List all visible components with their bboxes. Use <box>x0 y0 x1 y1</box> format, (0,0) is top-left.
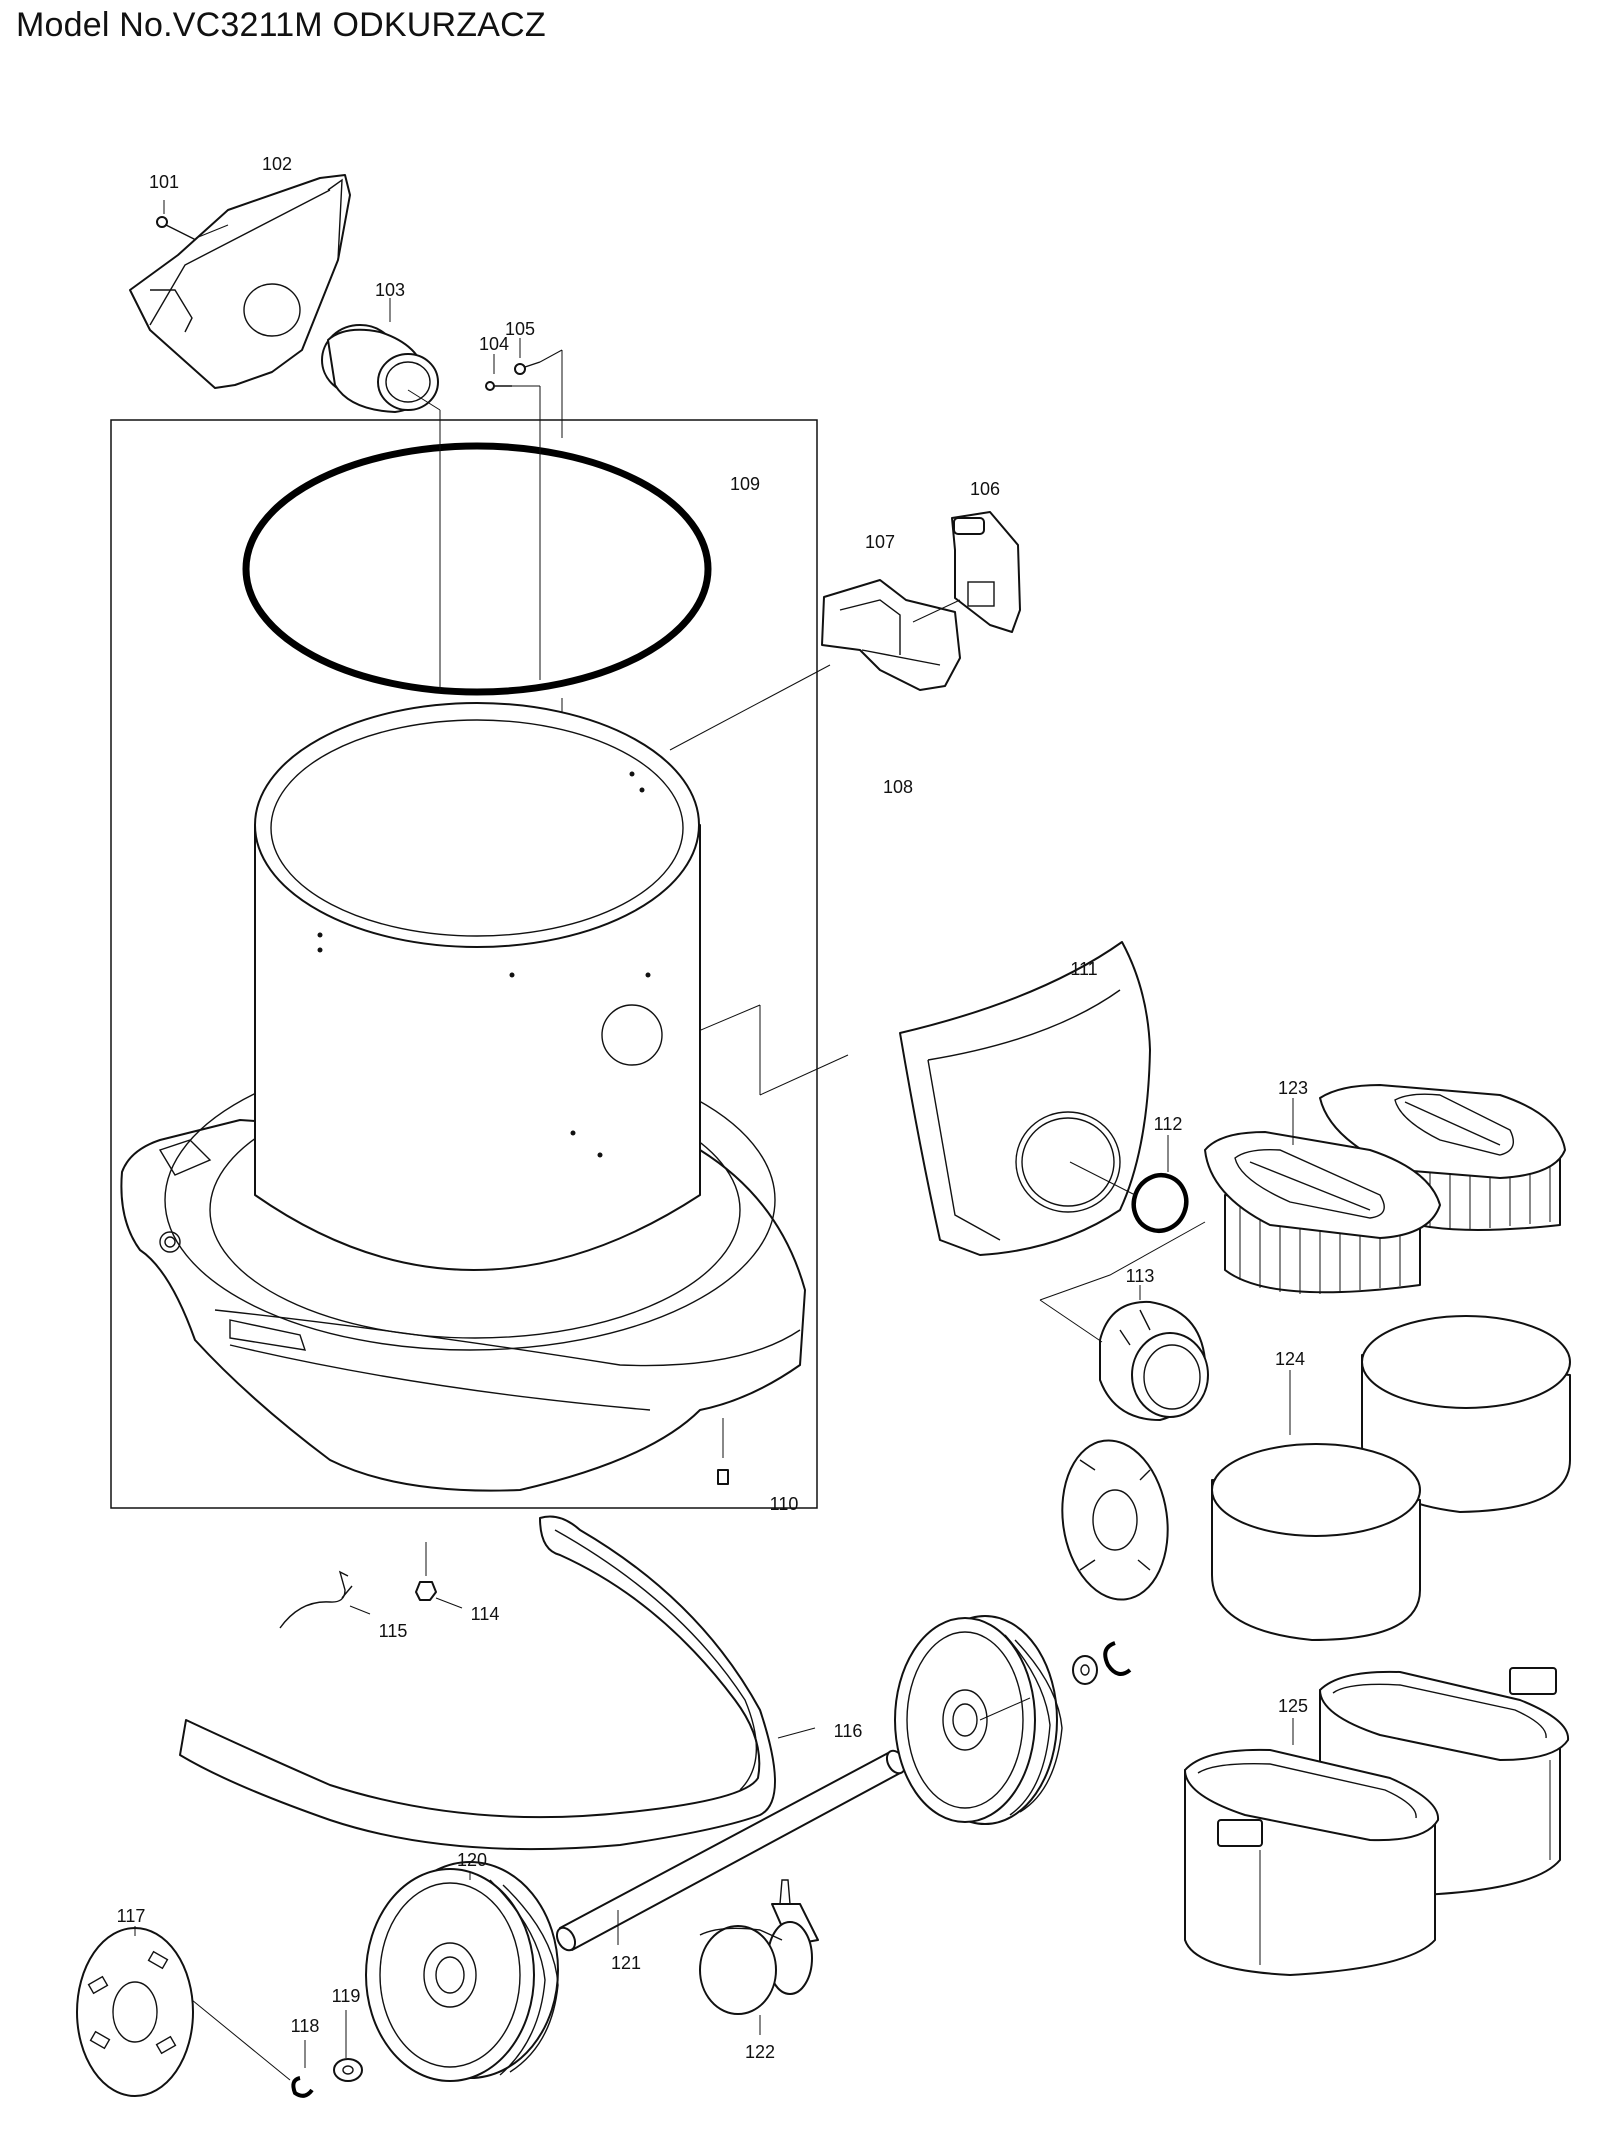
part-109-gasket <box>242 442 712 696</box>
label-120: 120 <box>457 1850 487 1870</box>
part-119-washer-rear <box>1072 1655 1098 1685</box>
label-112: 112 <box>1154 1114 1183 1134</box>
part-123-filter-front <box>1204 1098 1441 1294</box>
part-108-frame <box>110 419 818 1509</box>
part-111-cover <box>899 941 1151 1256</box>
label-107: 107 <box>865 532 895 552</box>
label-108: 108 <box>883 777 913 797</box>
label-101: 101 <box>149 172 179 192</box>
label-103: 103 <box>375 280 405 300</box>
part-114-nut <box>415 1542 463 1609</box>
part-104-screw <box>485 354 512 391</box>
part-107-bracket <box>821 579 961 691</box>
part-102-bracket <box>129 174 351 389</box>
label-118: 118 <box>291 2016 320 2036</box>
part-116-bumper <box>179 1515 816 1851</box>
label-113: 113 <box>1126 1266 1155 1286</box>
part-120-wheel-rear <box>894 1615 1063 1825</box>
label-123: 123 <box>1278 1078 1308 1098</box>
label-115: 115 <box>379 1621 408 1641</box>
label-125: 125 <box>1278 1696 1308 1716</box>
part-120-wheel <box>365 1861 559 2082</box>
label-119: 119 <box>332 1986 361 2006</box>
part-118-e-clip <box>291 2040 314 2098</box>
part-112-o-ring <box>1069 1135 1189 1234</box>
part-115-clip <box>279 1570 371 1629</box>
label-122: 122 <box>745 2042 775 2062</box>
label-117: 117 <box>117 1906 146 1926</box>
part-122-caster <box>699 1879 819 2035</box>
part-118-e-clip-rear <box>1103 1641 1132 1676</box>
part-101-screw <box>156 200 197 241</box>
label-116: 116 <box>834 1721 863 1741</box>
label-105: 105 <box>505 319 535 339</box>
part-117-hub-cap <box>76 1926 291 2097</box>
diagram-title: Model No.VC3211M ODKURZACZ <box>16 6 546 44</box>
label-106: 106 <box>970 479 1000 499</box>
label-124: 124 <box>1275 1349 1305 1369</box>
label-102: 102 <box>262 154 292 174</box>
part-106-latch <box>912 511 1021 633</box>
part-124-sleeve-front <box>1211 1370 1421 1641</box>
label-104: 104 <box>479 334 509 354</box>
part-119-washer <box>333 2010 363 2082</box>
label-109: 109 <box>730 474 760 494</box>
part-110-screw <box>717 1418 729 1485</box>
part-121-axle <box>555 1749 907 1952</box>
part-113-coupling <box>1039 1221 1209 1421</box>
label-114: 114 <box>471 1604 500 1624</box>
label-111: 111 <box>1070 959 1097 979</box>
part-105-screw <box>514 338 541 375</box>
label-110: 110 <box>770 1494 799 1514</box>
part-125-cage-front <box>1184 1718 1440 1976</box>
part-103-connector <box>321 298 439 413</box>
part-108-tank <box>120 702 806 1492</box>
part-124-sleeve-rear <box>1361 1315 1571 1513</box>
label-121: 121 <box>611 1953 641 1973</box>
part-117-hub-cap-rear <box>1061 1439 1169 1601</box>
